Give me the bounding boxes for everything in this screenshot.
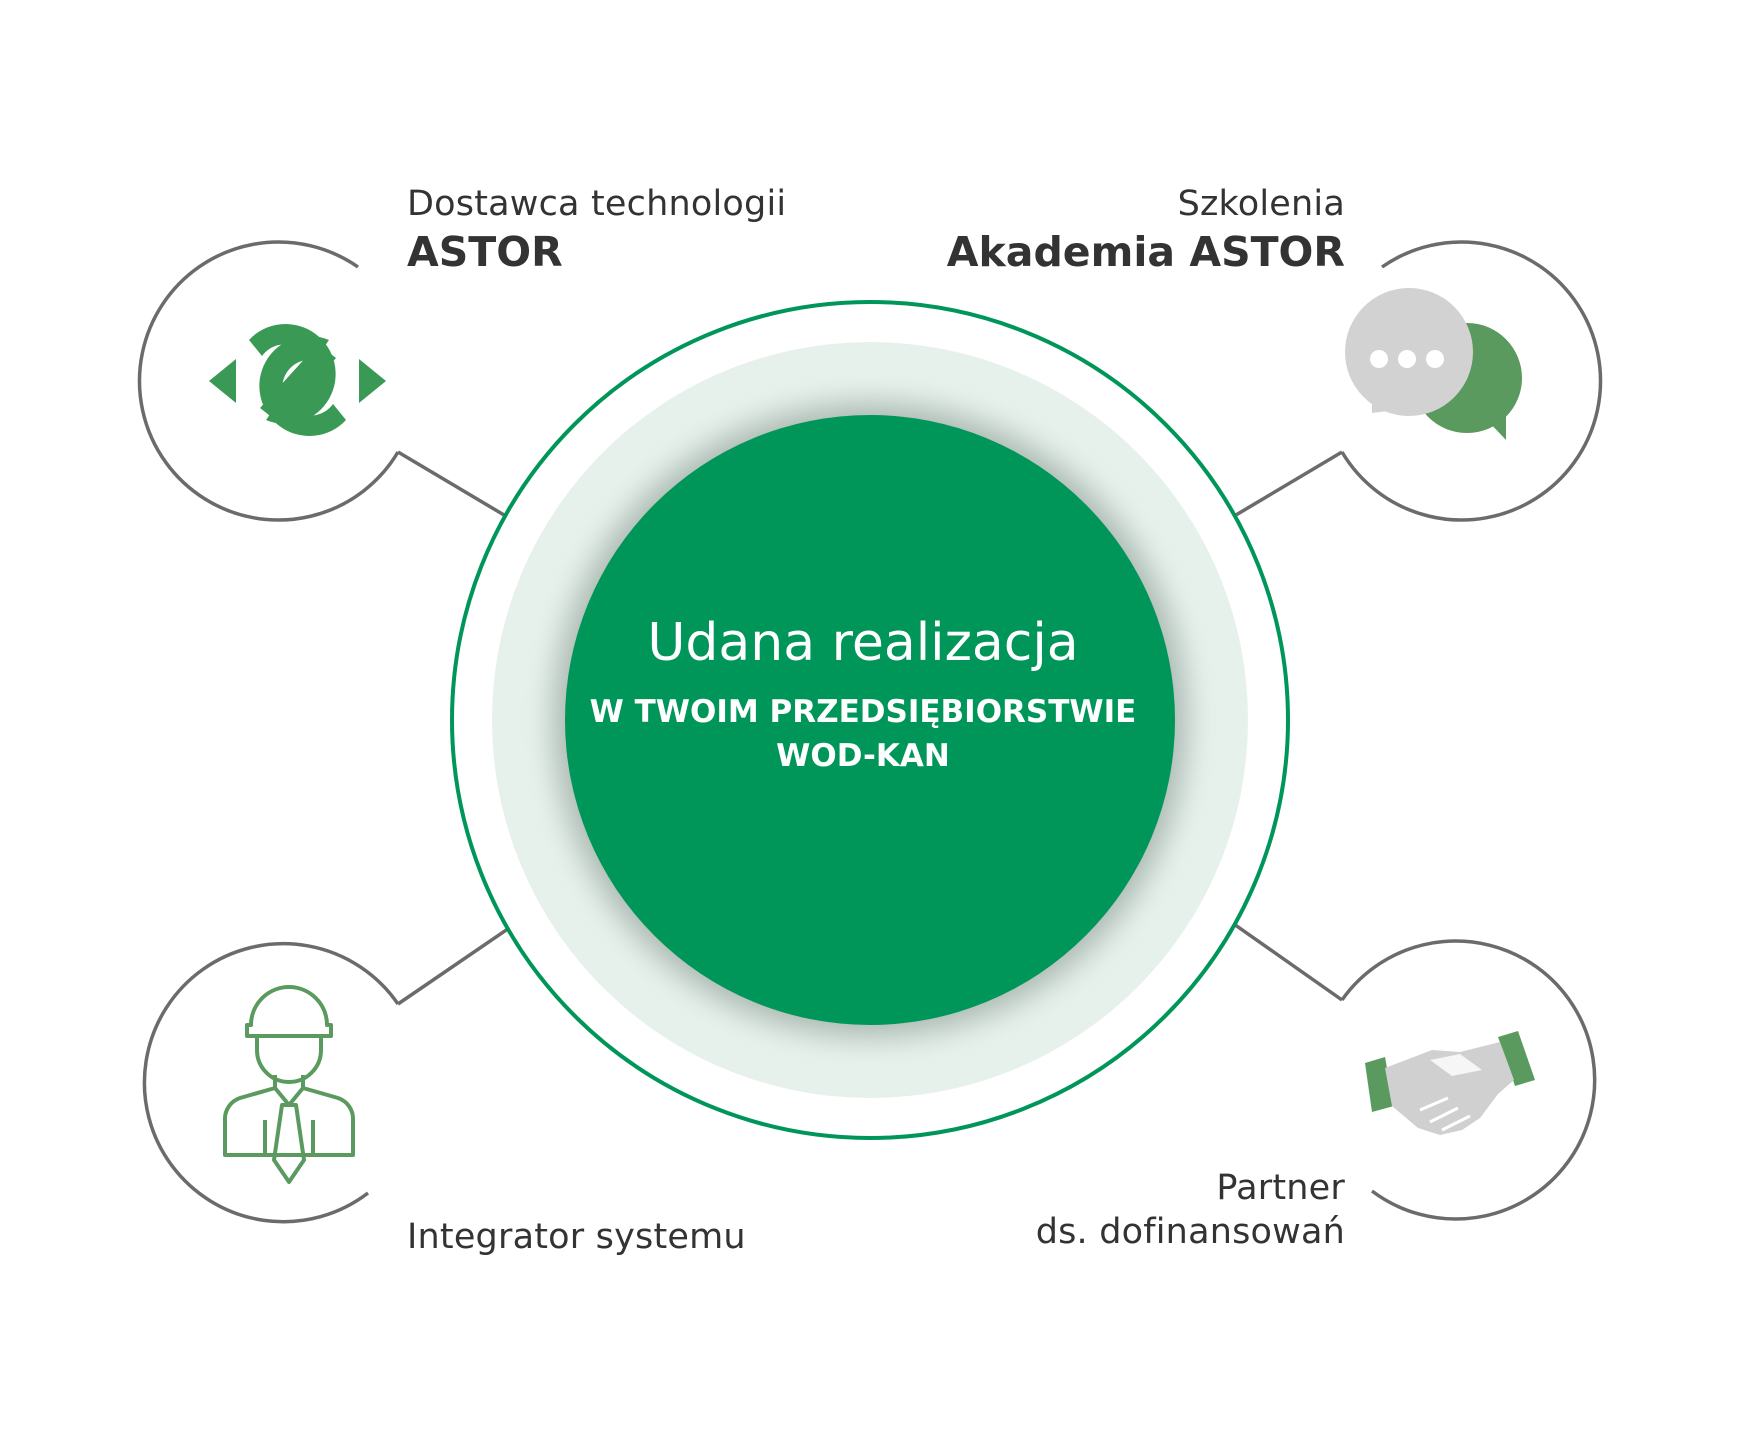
chat-bubbles-icon xyxy=(1345,288,1522,440)
label-trainings: Szkolenia Akademia ASTOR xyxy=(947,182,1345,278)
handshake-icon xyxy=(1365,1031,1535,1135)
label-technology-supplier: Dostawca technologii ASTOR xyxy=(407,182,786,278)
center-text: Udana realizacja W TWOIM PRZEDSIĘBIORSTW… xyxy=(563,610,1163,778)
label-system-integrator: Integrator systemu xyxy=(407,1215,746,1259)
label-top-left-line1: Dostawca technologii xyxy=(407,184,787,224)
node-arcs xyxy=(137,240,1603,1224)
label-bottom-left-line1: Integrator systemu xyxy=(407,1217,746,1257)
label-top-left-line2: ASTOR xyxy=(407,228,563,276)
arc-bottom-right xyxy=(1340,939,1597,1221)
arc-bottom-left xyxy=(142,941,400,1224)
center-circle xyxy=(565,415,1175,1025)
center-subtitle: W TWOIM PRZEDSIĘBIORSTWIE WOD-KAN xyxy=(589,694,1137,774)
engineer-with-helmet-icon xyxy=(222,985,356,1184)
arc-top-right xyxy=(1340,240,1603,522)
astor-logo-icon xyxy=(209,324,386,436)
arc-top-left xyxy=(137,240,400,522)
label-top-right-line2: Akademia ASTOR xyxy=(946,228,1345,276)
center-title: Udana realizacja xyxy=(647,613,1079,673)
label-bottom-right-line1: Partner xyxy=(1216,1168,1345,1208)
label-bottom-right-line2: ds. dofinansowań xyxy=(1035,1212,1345,1252)
label-top-right-line1: Szkolenia xyxy=(1177,184,1345,224)
label-funding-partner: Partner ds. dofinansowań xyxy=(1036,1166,1345,1254)
